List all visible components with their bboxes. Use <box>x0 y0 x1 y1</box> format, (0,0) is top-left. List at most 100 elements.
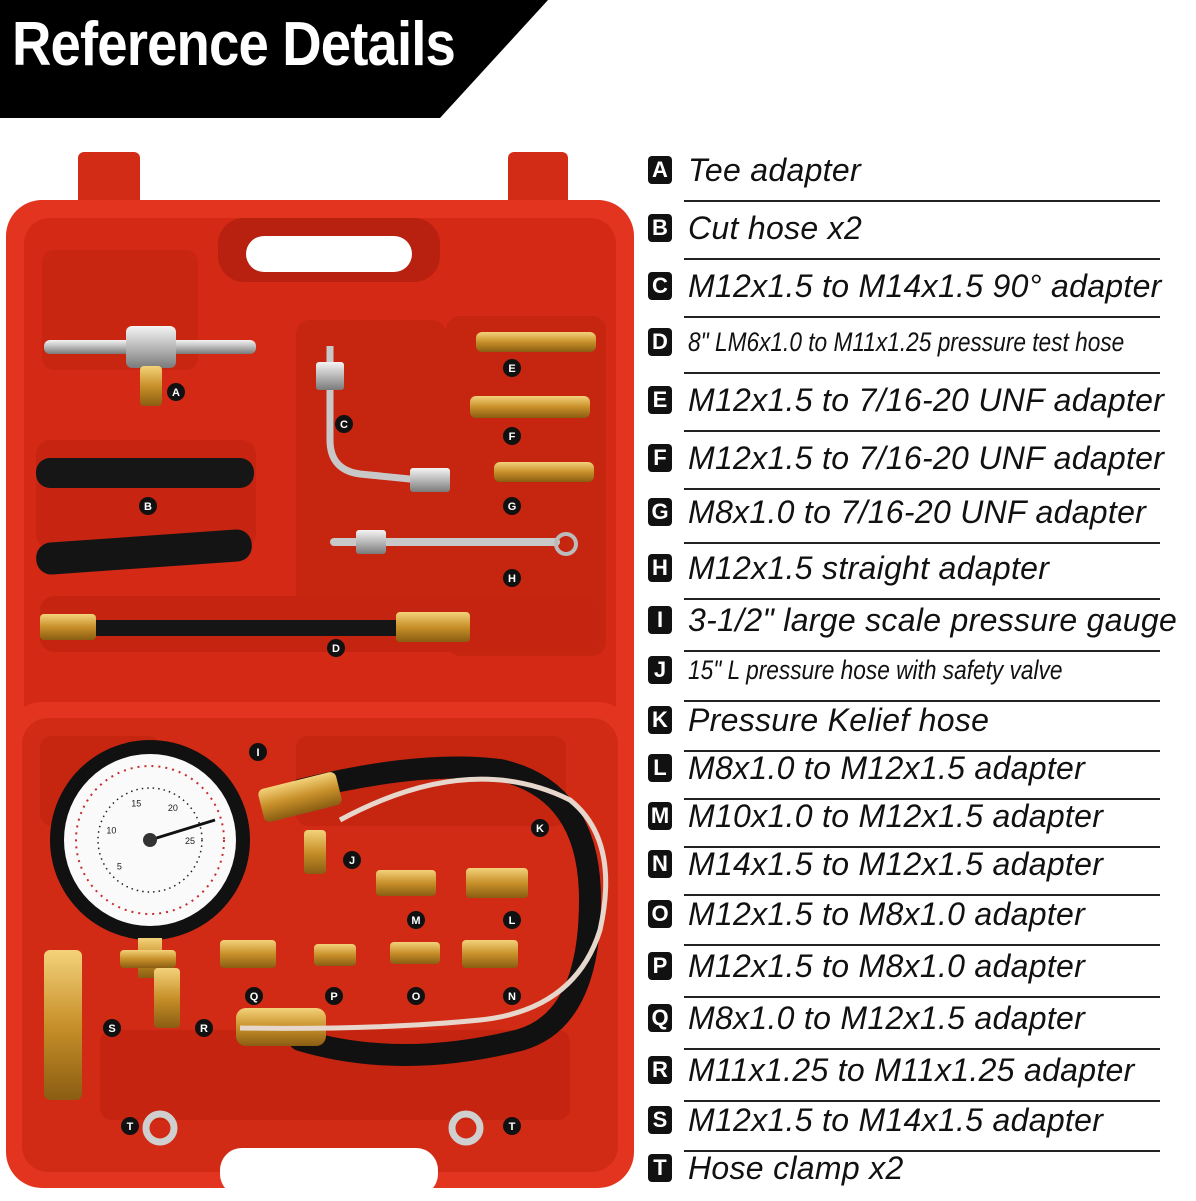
legend-divider <box>684 258 1160 260</box>
photo-letter-label: P <box>330 991 337 1003</box>
photo-letter-pin <box>245 987 263 1005</box>
legend-label: M12x1.5 to M8x1.0 adapter <box>688 895 1086 932</box>
legend-letter-badge: L <box>648 754 672 782</box>
photo-letter-pin <box>327 639 345 657</box>
legend-divider <box>684 996 1160 998</box>
photo-letter-label: T <box>127 1121 134 1133</box>
legend-label: Cut hose x2 <box>688 209 863 246</box>
legend-letter-badge: A <box>648 156 672 184</box>
legend-label: Pressure Kelief hose <box>688 701 990 738</box>
legend-divider <box>684 1100 1160 1102</box>
legend-label: M14x1.5 to M12x1.5 adapter <box>688 845 1104 882</box>
gauge-dial-number: 5 <box>117 862 122 872</box>
banner-shape <box>0 0 548 118</box>
legend-divider <box>684 316 1160 318</box>
legend-divider <box>684 798 1160 800</box>
photo-letter-label: J <box>349 855 355 867</box>
photo-letter-pin <box>503 497 521 515</box>
photo-letter-label: C <box>340 419 348 431</box>
case-latch-right <box>508 152 568 212</box>
photo-letter-pin <box>335 415 353 433</box>
case-latch-left <box>78 152 140 212</box>
legend-letter-badge: D <box>648 328 672 356</box>
photo-letter-pin <box>503 1117 521 1135</box>
header-banner: Reference Details <box>0 0 560 118</box>
photo-letter-label: O <box>412 991 421 1003</box>
photo-letter-pin <box>167 383 185 401</box>
legend-label: Tee adapter <box>688 151 861 188</box>
legend-letter-badge: S <box>648 1106 672 1134</box>
legend-label: M11x1.25 to M11x1.25 adapter <box>688 1051 1135 1088</box>
legend-item: B Cut hose x2 <box>648 206 1196 250</box>
legend-item: A Tee adapter <box>648 148 1196 192</box>
case-handle-bottom <box>220 1148 438 1196</box>
photo-letter-label: G <box>508 501 517 513</box>
photo-letter-label: M <box>411 915 420 927</box>
legend-letter-badge: N <box>648 850 672 878</box>
photo-letter-label: L <box>509 915 516 927</box>
photo-letter-label: N <box>508 991 516 1003</box>
gauge-dial-number: 15 <box>131 798 141 808</box>
legend-letter-badge: C <box>648 272 672 300</box>
legend-letter-badge: R <box>648 1056 672 1084</box>
legend-item: R M11x1.25 to M11x1.25 adapter <box>648 1048 1196 1092</box>
legend-item: E M12x1.5 to 7/16-20 UNF adapter <box>648 378 1196 422</box>
photo-letter-pin <box>139 497 157 515</box>
photo-letter-pin <box>195 1019 213 1037</box>
legend-label: M8x1.0 to M12x1.5 adapter <box>688 749 1086 786</box>
photo-letter-label: B <box>144 501 152 513</box>
legend-label: M10x1.0 to M12x1.5 adapter <box>688 797 1104 834</box>
photo-letter-pin <box>121 1117 139 1135</box>
legend-letter-badge: G <box>648 498 672 526</box>
legend-label: M12x1.5 to 7/16-20 UNF adapter <box>688 439 1165 476</box>
photo-letter-pin <box>407 987 425 1005</box>
legend-label: Hose clamp x2 <box>688 1149 904 1186</box>
legend-letter-badge: F <box>648 444 672 472</box>
legend-divider <box>684 488 1160 490</box>
photo-letter-pin <box>249 743 267 761</box>
photo-letter-pin <box>503 569 521 587</box>
photo-letter-pin <box>503 987 521 1005</box>
legend-item: D 8" LM6x1.0 to M11x1.25 pressure test ho… <box>648 320 1196 364</box>
legend-item: N M14x1.5 to M12x1.5 adapter <box>648 842 1196 886</box>
gauge-dial-number: 20 <box>168 803 178 813</box>
legend-divider <box>684 944 1160 946</box>
legend-letter-badge: H <box>648 554 672 582</box>
legend-divider <box>684 1048 1160 1050</box>
legend-letter-badge: M <box>648 802 672 830</box>
photo-letter-pin <box>343 851 361 869</box>
photo-letter-pin <box>503 911 521 929</box>
legend-letter-badge: E <box>648 386 672 414</box>
legend-item: T Hose clamp x2 <box>648 1146 1196 1190</box>
legend-letter-badge: B <box>648 214 672 242</box>
legend-letter-badge: Q <box>648 1004 672 1032</box>
photo-letter-label: K <box>536 823 544 835</box>
legend-item: O M12x1.5 to M8x1.0 adapter <box>648 892 1196 936</box>
legend-divider <box>684 200 1160 202</box>
legend-letter-badge: P <box>648 952 672 980</box>
legend-divider <box>684 1150 1160 1152</box>
photo-letter-pin <box>531 819 549 837</box>
legend-letter-badge: J <box>648 656 672 684</box>
photo-letter-label: S <box>108 1023 115 1035</box>
legend-label: M8x1.0 to 7/16-20 UNF adapter <box>688 493 1147 530</box>
legend-label: 8" LM6x1.0 to M11x1.25 pressure test hos… <box>688 326 1125 357</box>
legend-label: M8x1.0 to M12x1.5 adapter <box>688 999 1086 1036</box>
photo-letter-label: Q <box>250 991 259 1003</box>
legend-item: J 15" L pressure hose with safety valve <box>648 648 1196 692</box>
legend-letter-badge: T <box>648 1154 672 1182</box>
legend-divider <box>684 430 1160 432</box>
legend-letter-badge: O <box>648 900 672 928</box>
gauge-dial-number: 25 <box>185 836 195 846</box>
legend-label: 3-1/2" large scale pressure gauge <box>688 601 1178 638</box>
legend-label: 15" L pressure hose with safety valve <box>688 654 1063 685</box>
legend-divider <box>684 372 1160 374</box>
legend-divider <box>684 542 1160 544</box>
legend-label: M12x1.5 to 7/16-20 UNF adapter <box>688 381 1165 418</box>
photo-letter-pin <box>325 987 343 1005</box>
